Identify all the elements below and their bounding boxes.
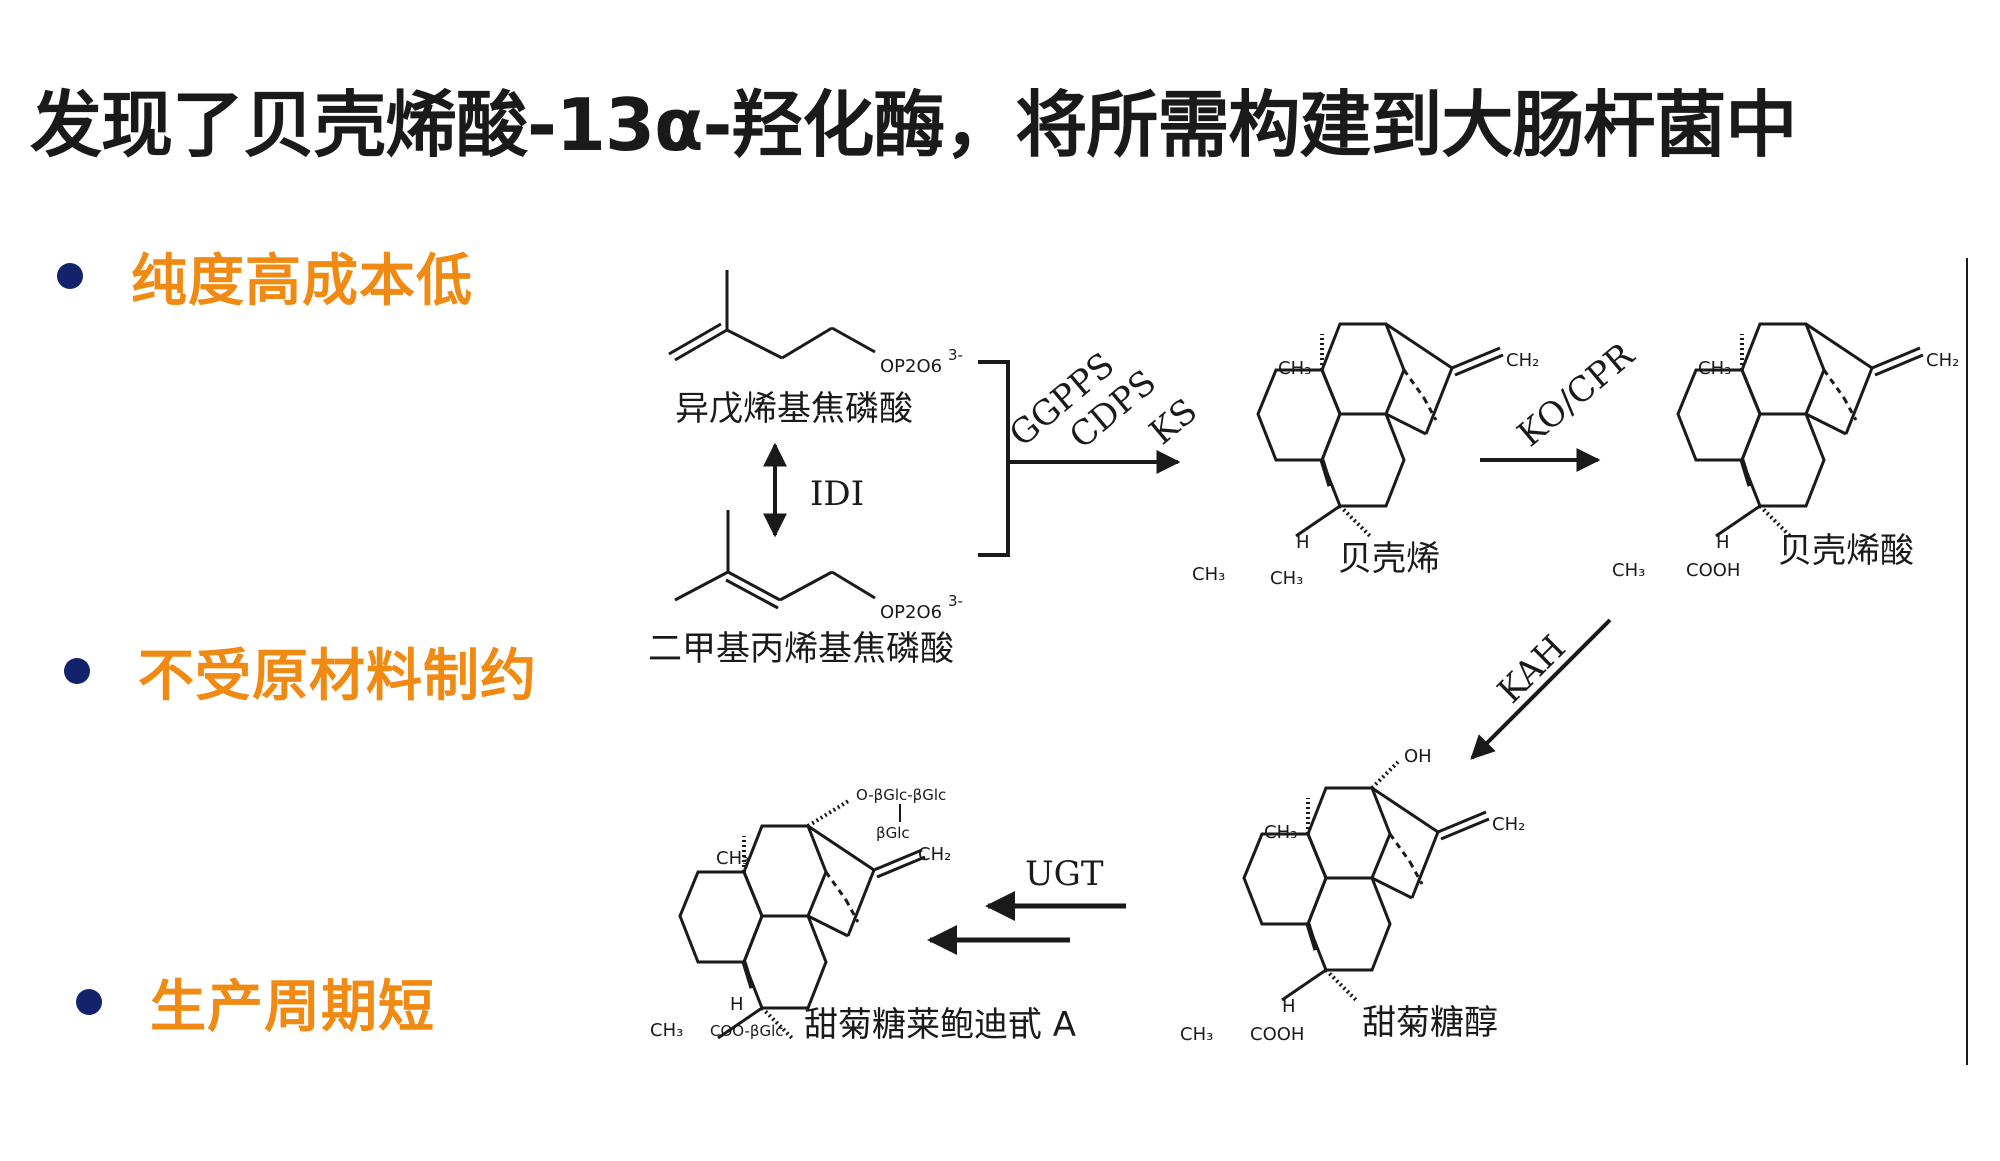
enzyme-ugt: UGT bbox=[1025, 854, 1104, 894]
atom-label: CH₃ bbox=[1270, 568, 1303, 589]
kaurenoic-acid-structure bbox=[1678, 324, 1923, 536]
bullet-item-cycle: 生产周期短 bbox=[76, 962, 435, 1042]
glycoside-bond bbox=[806, 798, 852, 828]
atom-label: CH₃ bbox=[1180, 1024, 1213, 1045]
atom-label: CH₃ bbox=[1264, 822, 1297, 843]
atom-label: CH₂ bbox=[918, 844, 951, 865]
dmapp-structure bbox=[674, 510, 876, 610]
atom-label: CH₃ bbox=[1192, 564, 1225, 585]
bullet-text: 不受原材料制约 bbox=[138, 643, 537, 709]
ipp-structure bbox=[668, 270, 876, 362]
bullet-item-purity: 纯度高成本低 bbox=[57, 236, 473, 316]
bullet-text: 纯度高成本低 bbox=[131, 248, 473, 314]
bullet-item-raw-material: 不受原材料制约 bbox=[64, 631, 537, 711]
slide-title: 发现了贝壳烯酸-13α-羟化酶，将所需构建到大肠杆菌中 bbox=[30, 83, 1797, 167]
bullet-dot bbox=[64, 658, 90, 684]
atom-label: CH₃ bbox=[650, 1020, 683, 1041]
atom-label: COOH bbox=[1686, 560, 1740, 581]
atom-label: COOH bbox=[1250, 1024, 1304, 1045]
atom-label: H bbox=[1716, 532, 1730, 553]
bracket bbox=[978, 360, 1010, 557]
reaction-arrow-kah bbox=[1470, 618, 1612, 760]
atom-label: CH₃ bbox=[1698, 358, 1731, 379]
atom-label: CH₃ bbox=[1612, 560, 1645, 581]
ipp-name: 异戊烯基焦磷酸 bbox=[675, 389, 913, 429]
ipp-group: OP2O6 bbox=[880, 356, 942, 377]
atom-label: CH₃ bbox=[1278, 358, 1311, 379]
atom-label: CH₂ bbox=[1492, 814, 1525, 835]
atom-label: CH₂ bbox=[1506, 350, 1539, 371]
dmapp-group: OP2O6 bbox=[880, 602, 942, 623]
bullet-dot bbox=[57, 263, 83, 289]
bullet-text: 生产周期短 bbox=[150, 974, 435, 1040]
kaurene-structure bbox=[1258, 324, 1503, 536]
hydroxyl-bond bbox=[1370, 760, 1400, 790]
kaurenoic-acid-name: 贝壳烯酸 bbox=[1778, 531, 1914, 571]
steviol-structure bbox=[1244, 788, 1489, 1000]
atom-label: CH₂ bbox=[1926, 350, 1959, 371]
rebaudioside-acid-group: COO-βGlc bbox=[710, 1022, 784, 1040]
bullet-dot bbox=[76, 989, 102, 1015]
atom-label: H bbox=[1282, 996, 1296, 1017]
idi-label: IDI bbox=[810, 474, 864, 514]
dmapp-charge: 3- bbox=[948, 592, 963, 610]
rebaudioside-a-name: 甜菊糖莱鲍迪甙 A bbox=[804, 1005, 1076, 1045]
atom-label: OH bbox=[1404, 746, 1432, 767]
atom-label: H bbox=[1296, 532, 1310, 553]
atom-label: H bbox=[730, 994, 744, 1015]
rebaudioside-branch-group: βGlc bbox=[876, 824, 910, 842]
kaurene-name: 贝壳烯 bbox=[1338, 539, 1440, 579]
atom-label: CH₃ bbox=[716, 848, 749, 869]
steviol-name: 甜菊糖醇 bbox=[1362, 1003, 1498, 1043]
dmapp-name: 二甲基丙烯基焦磷酸 bbox=[648, 629, 954, 669]
ipp-charge: 3- bbox=[948, 346, 963, 364]
rebaudioside-top-group: O-βGlc-βGlc bbox=[856, 786, 946, 804]
